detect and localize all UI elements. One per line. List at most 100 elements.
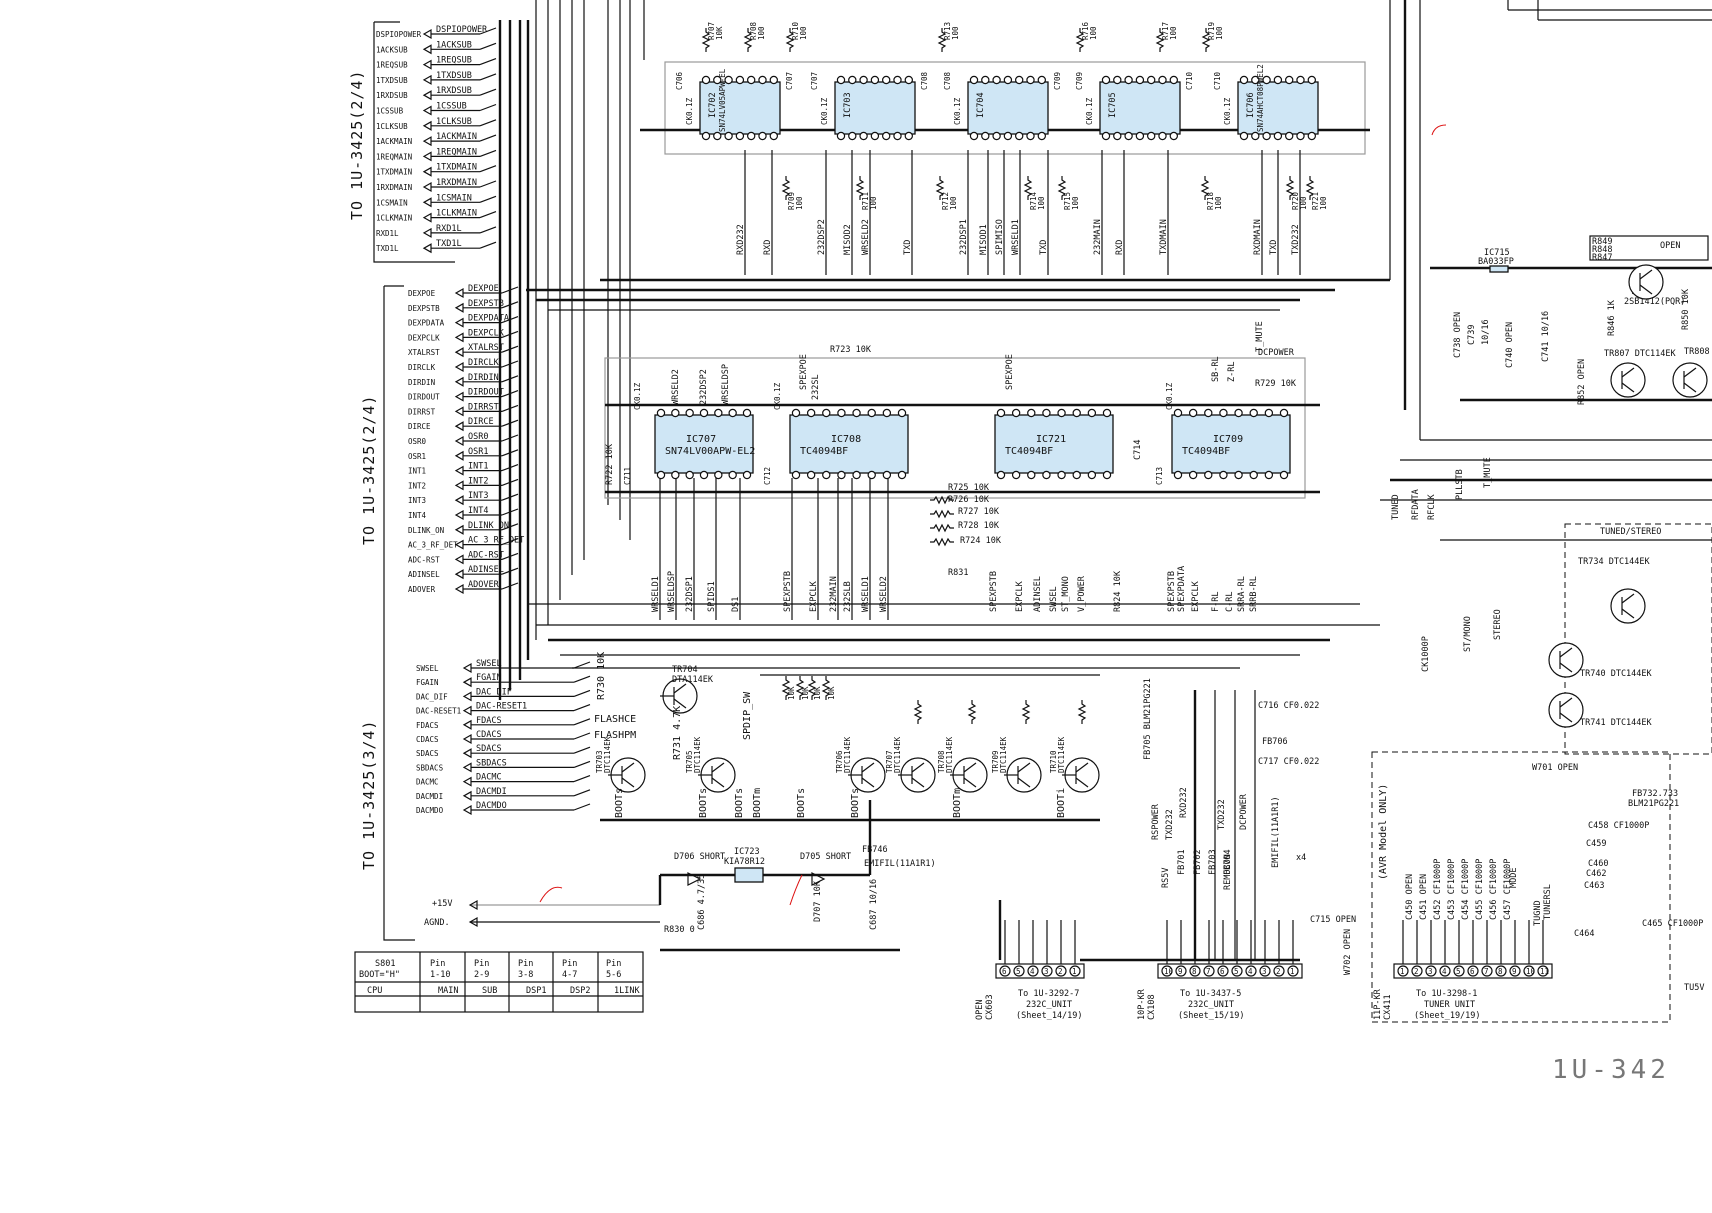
connector-signal-name: OSR1 — [468, 447, 488, 457]
connector-ref: CX108 — [1147, 994, 1157, 1020]
connector-pin-label: CDACS — [416, 735, 439, 744]
tuner-label: C459 — [1586, 839, 1606, 849]
connector-signal-name: FDACS — [476, 716, 502, 726]
connector-pin-number: 10 — [1164, 967, 1174, 976]
transistor-symbol — [1548, 692, 1584, 728]
connector-pin-label: FDACS — [416, 721, 439, 730]
ic-ic705 — [1099, 81, 1181, 135]
right-label: R848 — [1592, 245, 1612, 255]
wire-label: MISOD2 — [843, 224, 853, 255]
right-label: R846 1K — [1607, 299, 1617, 336]
capacitor-value: CK0.1Z — [1085, 97, 1094, 125]
arrow-icon — [454, 450, 464, 461]
connector-pin-number: 3 — [1262, 967, 1267, 976]
resistor-symbol — [935, 176, 945, 200]
arrow-icon — [462, 677, 472, 688]
wire-label: TXDMAIN — [1159, 219, 1169, 255]
tuner-label: TUNERSL — [1543, 884, 1553, 920]
resistor-value: 100 — [757, 26, 766, 40]
tuner-label: C452 CF1000P — [1433, 859, 1443, 920]
resistor-value: 10K — [813, 686, 822, 700]
transistor-part: DTC114EK — [603, 736, 612, 773]
arrow-icon — [422, 243, 432, 254]
circuit-label: DCPOWER — [1258, 348, 1295, 358]
connector-note: OPEN — [975, 1000, 985, 1020]
connector-pin-label: OSR1 — [408, 452, 426, 461]
connector-label: To 1U-3298-1 — [1416, 989, 1477, 999]
tuner-label: C464 — [1574, 929, 1594, 939]
connector-pin-number: 8 — [1192, 967, 1197, 976]
ic-ref: IC706 — [1246, 92, 1256, 118]
wire-label: TXD — [903, 240, 913, 255]
resistor-value: 100 — [799, 26, 808, 40]
ic-ic704 — [967, 81, 1049, 135]
boot-table-header: BOOT="H" — [359, 970, 400, 980]
circuit-label: R723 10K — [830, 345, 872, 355]
arrow-icon — [454, 480, 464, 491]
resistor-value: 100 — [951, 26, 960, 40]
transistor-part: DTC114EK — [693, 736, 702, 773]
transistor-ref: TR707 — [885, 750, 894, 773]
resistor-value: 10K — [715, 26, 724, 40]
resistor-symbol — [1285, 176, 1295, 200]
transistor-part: DTC114EK — [893, 736, 902, 773]
connector-signal-name: DACMDI — [476, 787, 507, 797]
connector-pin-label: DIRCE — [408, 422, 431, 431]
connector-pin-label: 1CLKSUB — [376, 122, 408, 131]
connector-label: To 1U-3292-7 — [1018, 989, 1079, 999]
tuner-label: C450 OPEN — [1405, 874, 1415, 920]
wire-label: TXD — [1269, 240, 1279, 255]
tuner-label: C453 CF1000P — [1447, 859, 1457, 920]
arrow-icon — [462, 776, 472, 787]
connector-pin-label: DACMC — [416, 778, 439, 787]
connector-signal-name: 1REQMAIN — [436, 147, 477, 157]
arrow-icon — [454, 465, 464, 476]
boot-table-header: 5-6 — [606, 970, 621, 980]
circuit-label: FLASHCE — [594, 714, 636, 725]
connector-pin-label: DACMDO — [416, 806, 444, 815]
boot-table-header: S801 — [375, 959, 395, 969]
resistor-symbol — [781, 676, 791, 700]
connector-pin-label: RXD1L — [376, 229, 399, 238]
circuit-label: BOOTs — [734, 788, 745, 818]
resistor-value: 100 — [795, 196, 804, 210]
connector-signal-name: AC_3_RF_DET — [468, 536, 524, 546]
arrow-icon — [462, 662, 472, 674]
circuit-label: C714 — [1133, 440, 1143, 460]
connector-pin-number: 6 — [1220, 967, 1225, 976]
wire-label: 232MAIN — [829, 576, 839, 612]
wire-label: WRSELD1 — [1011, 219, 1021, 255]
transistor-part: DTA114EK — [672, 675, 714, 685]
connector-pin-label: 1TXDSUB — [376, 76, 408, 85]
arrow-icon — [462, 804, 472, 816]
connector-pin-label: OSR0 — [408, 437, 427, 446]
connector-pin-number: 1 — [1290, 967, 1295, 976]
connector-pin-label: 1REQSUB — [376, 61, 408, 70]
tuner-label: (AVR Model ONLY) — [1378, 784, 1389, 880]
capacitor-label: C707 — [810, 72, 819, 90]
connector-pin-number: 8 — [1498, 967, 1503, 976]
capacitor-label: C708 — [943, 71, 952, 90]
ic-part: SN74AHCT08PWEL2 — [1256, 64, 1265, 132]
resistor-ref: R708 — [749, 21, 758, 40]
circuit-label: WRSELDSP — [721, 364, 731, 405]
capacitor-label: C710 — [1213, 71, 1222, 90]
boot-table-header: Pin — [474, 959, 489, 969]
connector-group-3-title: TO 1U-3425(3/4) — [360, 720, 378, 870]
resistor-symbol — [937, 28, 947, 52]
connector-pin-label: SWSEL — [416, 664, 439, 673]
filter-label: C715 OPEN — [1310, 915, 1356, 925]
resistor-ref: R720 — [1291, 191, 1300, 210]
ic-part: SN74LV00APW-EL2 — [665, 446, 755, 457]
capacitor-label: C711 — [623, 467, 632, 485]
ic-ic707 — [654, 414, 754, 474]
filter-label: FB703 — [1208, 849, 1218, 875]
tuner-label: RFDATA — [1411, 489, 1421, 520]
arrow-icon — [454, 317, 464, 328]
resistor-ref: R712 — [941, 192, 950, 210]
boot-table-header: Pin — [606, 959, 621, 969]
resistor-symbol — [807, 676, 817, 700]
connector-label: To 1U-3437-5 — [1180, 989, 1241, 999]
power-label: AGND. — [424, 918, 450, 928]
connector-signal-name: SDACS — [476, 744, 502, 754]
